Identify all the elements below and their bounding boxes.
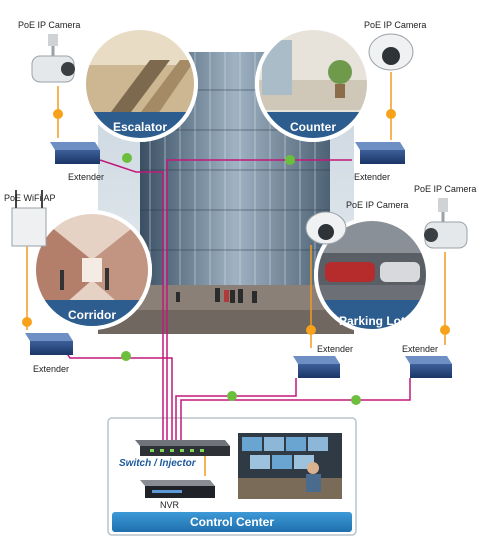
control-center-title: Control Center [190,515,274,529]
extender-left [25,333,73,355]
extender-top-right-label: Extender [354,172,391,182]
extender-top-right [355,142,405,164]
extender-mid-label: Extender [317,344,354,354]
wifi-ap-icon [11,190,47,247]
poe-badges [22,109,450,405]
wifi-ap-label: PoE WiFi AP [4,193,56,203]
counter-label: Counter [290,120,336,134]
camera-mid-right-icon [305,211,347,245]
extender-left-label: Extender [33,364,70,374]
camera-top-left-label: PoE IP Camera [18,20,81,30]
camera-mid-right-label: PoE IP Camera [346,200,409,210]
camera-top-right-label: PoE IP Camera [364,20,427,30]
counter-scene [255,26,371,142]
nvr-device [140,480,215,498]
extender-mid [293,356,340,378]
corridor-label: Corridor [68,308,116,322]
parking-lot-label: Parking Lot [338,314,405,328]
extender-top-left [50,142,100,164]
camera-top-right-icon [368,33,414,71]
switch-injector-label: Switch / Injector [119,458,196,469]
switch-injector-device [135,440,230,456]
camera-top-left-icon [31,34,75,83]
escalator-label: Escalator [112,120,168,134]
extender-right [405,356,452,378]
nvr-label: NVR [160,500,180,510]
extender-right-label: Extender [402,344,439,354]
camera-far-right-label: PoE IP Camera [414,184,477,194]
extender-top-left-label: Extender [68,172,105,182]
camera-far-right-icon [424,198,468,249]
corridor-scene [32,210,152,330]
